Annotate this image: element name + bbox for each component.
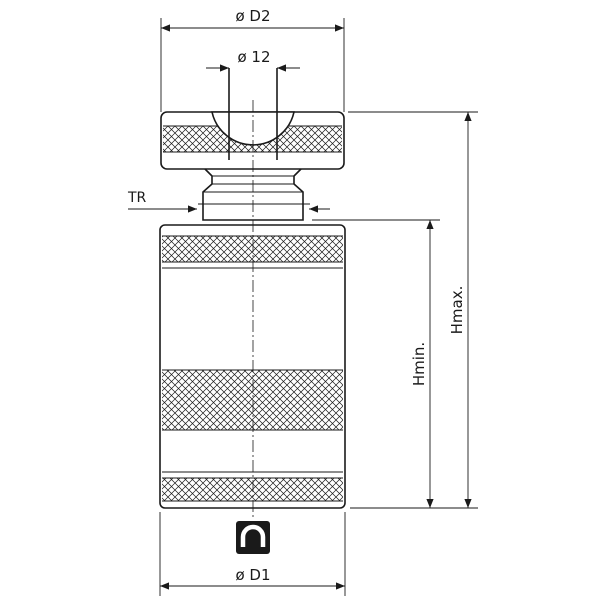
top-cap [160,68,345,170]
label-d2: ø D2 [235,7,270,25]
label-d1: ø D1 [235,566,270,584]
dimension-hmin [312,219,478,509]
dimension-d2 [160,18,345,112]
magnet-icon [236,521,270,554]
label-hmin: Hmin. [410,342,428,386]
thread-neck [198,168,310,221]
label-tr: TR [127,190,147,206]
dimension-hmax [348,111,478,508]
label-d12: ø 12 [237,48,270,66]
dimension-d1 [159,512,346,596]
label-hmax: Hmax. [448,286,466,335]
main-body [159,224,346,509]
